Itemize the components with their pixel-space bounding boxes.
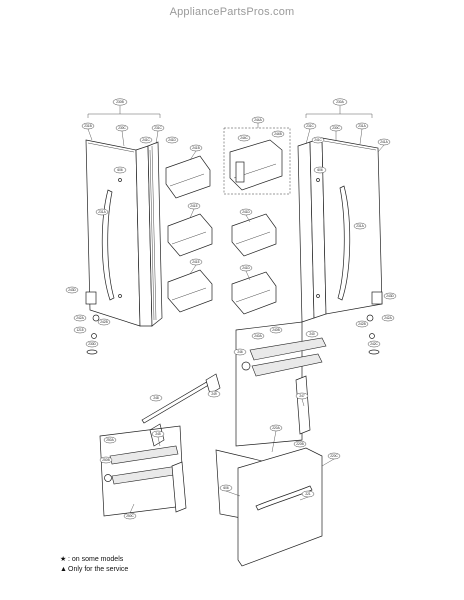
- left-drawer-frame: [99, 425, 187, 517]
- callout-250b: 250B: [102, 458, 109, 462]
- left-door-assembly: [85, 106, 163, 355]
- callout-250c: 250C: [126, 514, 134, 518]
- callout-231c-right: 231C: [306, 124, 314, 128]
- right-door-bins: [231, 213, 277, 315]
- callout-242a-right: 242A: [384, 316, 392, 320]
- callout-606-right: 606: [317, 168, 323, 172]
- rail-frame: [235, 321, 303, 447]
- callout-244b: 244B: [274, 132, 281, 136]
- drawer-slide-lower: [111, 465, 181, 485]
- callout-248: 248: [153, 396, 159, 400]
- callout-240: 240: [309, 332, 315, 336]
- drawer-rail-lower: [251, 353, 323, 377]
- leader-lines: [87, 123, 385, 514]
- legend-row-service: ▲Only for the service: [60, 565, 128, 575]
- callout-221: 221: [305, 492, 311, 496]
- watermark: AppliancePartsPros.com: [169, 6, 295, 18]
- door-bin-4: [231, 213, 277, 257]
- callout-220b: 220B: [296, 442, 303, 446]
- callout-labels: 230B 231B 230C 231C 241C 241D 606 231A 2…: [65, 98, 397, 520]
- freezer-drawer-assembly: [215, 447, 323, 567]
- callout-240b: 240B: [272, 328, 279, 332]
- right-door-assembly: [297, 106, 383, 355]
- callout-241e: 241E: [190, 204, 197, 208]
- callout-241d-left: 241D: [168, 138, 176, 142]
- dashed-group-box: [223, 127, 291, 195]
- door-bin-1: [165, 155, 211, 199]
- callout-241d-lower: 241D: [242, 266, 250, 270]
- door-bin-5: [231, 271, 277, 315]
- callout-241c-right: 241C: [314, 138, 322, 142]
- callout-242b-right: 242B: [358, 322, 365, 326]
- freezer-drawer-front: [237, 447, 323, 567]
- left-bottom-hinge: [85, 291, 97, 305]
- callout-606-bottom: 606: [223, 486, 229, 490]
- legend-text-some-models: : on some models: [68, 556, 124, 563]
- callout-241d-right: 241D: [242, 210, 250, 214]
- callout-1215: 1215: [76, 328, 83, 332]
- door-bin-3: [167, 269, 213, 313]
- legend: ★: on some models ▲Only for the service: [60, 555, 128, 575]
- right-bottom-hinge: [371, 291, 383, 305]
- legend-row-some-models: ★: on some models: [60, 555, 128, 565]
- drawer-rail-assembly: [235, 321, 327, 447]
- rail-roller: [241, 361, 251, 371]
- callout-244a: 244A: [254, 118, 262, 122]
- callout-242b-left: 242B: [100, 320, 107, 324]
- callout-606-left: 606: [117, 168, 123, 172]
- callout-247: 247: [299, 394, 305, 398]
- callout-230b: 230B: [116, 100, 123, 104]
- left-door-handle: [101, 189, 115, 301]
- callout-230d: 230D: [88, 342, 96, 346]
- legend-text-service: Only for the service: [68, 566, 129, 573]
- callout-231c-left: 231C: [154, 126, 162, 130]
- callout-230c-left: 230C: [118, 126, 126, 130]
- door-bin-2: [167, 213, 213, 257]
- left-door-bins: [165, 155, 213, 313]
- right-door-handle: [337, 185, 351, 301]
- callout-231a-right: 231A: [356, 224, 364, 228]
- freezer-drawer-handle: [255, 485, 313, 511]
- callout-241c-left: 241C: [142, 138, 150, 142]
- callout-245: 245: [155, 432, 161, 436]
- callout-241e-lower: 241E: [192, 260, 199, 264]
- callout-243d-left: 243D: [68, 288, 76, 292]
- callout-240a: 240A: [254, 334, 262, 338]
- callout-241b: 241B: [192, 146, 199, 150]
- callout-243d-right: 243D: [386, 294, 394, 298]
- callout-241a-right: 241A: [380, 140, 388, 144]
- callout-250a: 250A: [106, 438, 114, 442]
- callout-220a: 220A: [272, 426, 280, 430]
- dispenser-bin-group: [223, 127, 291, 195]
- callout-220c: 220C: [330, 454, 338, 458]
- callout-230c-right: 230C: [332, 126, 340, 130]
- drawer-rail-upper: [249, 337, 327, 361]
- callout-231a-left: 231A: [98, 210, 106, 214]
- drawer-slide-upper: [109, 445, 179, 465]
- callout-246: 246: [237, 350, 243, 354]
- right-door-panel: [321, 137, 383, 315]
- callout-230a: 230A: [336, 100, 344, 104]
- left-door-liner: [147, 141, 163, 327]
- rail-bracket: [295, 375, 311, 435]
- star-icon: ★: [60, 556, 67, 563]
- callout-249: 249: [211, 392, 217, 396]
- callout-231a: 231A: [358, 124, 366, 128]
- callout-242c: 242C: [370, 342, 378, 346]
- callout-242a-left: 242A: [76, 316, 84, 320]
- callout-231b: 231B: [84, 124, 91, 128]
- callout-244c: 244C: [240, 136, 248, 140]
- triangle-icon: ▲: [60, 566, 67, 573]
